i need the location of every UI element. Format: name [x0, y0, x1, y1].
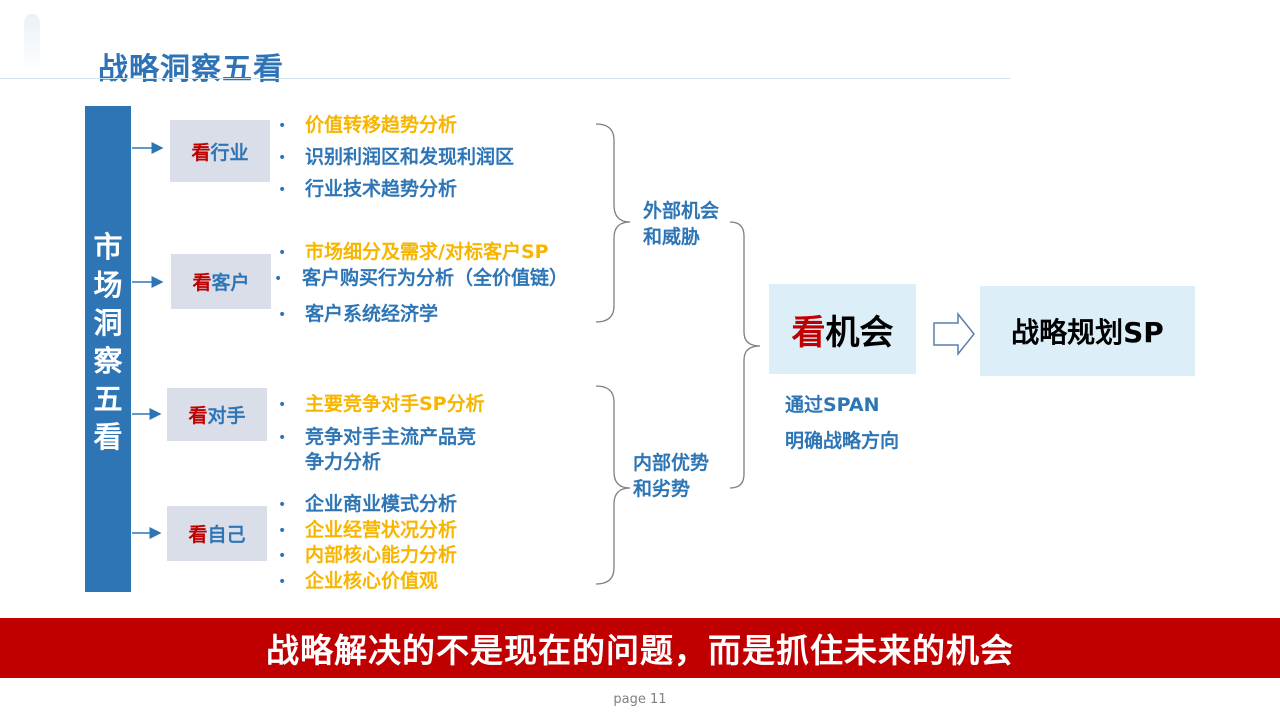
- strategic-plan-box: 战略规划SP: [980, 286, 1195, 376]
- bullet: •: [278, 574, 287, 590]
- item-customer-2: 客户购买行为分析（全价值链）: [302, 267, 569, 289]
- item-customer-1: 市场细分及需求/对标客户SP: [305, 241, 549, 263]
- brace-external: [595, 123, 631, 323]
- bullet: •: [278, 523, 287, 539]
- brace-internal: [595, 385, 631, 585]
- category-customer: 看客户: [171, 254, 271, 309]
- category-self: 看自己: [167, 506, 267, 561]
- item-industry-3: 行业技术趋势分析: [305, 178, 458, 200]
- item-competitor-2-cont: 争力分析: [305, 451, 382, 473]
- item-industry-1: 价值转移趋势分析: [305, 114, 458, 136]
- item-industry-2: 识别利润区和发现利润区: [305, 146, 515, 168]
- conclusion-banner: 战略解决的不是现在的问题，而是抓住未来的机会: [0, 618, 1280, 678]
- title-divider: [0, 78, 1010, 79]
- external-label: 外部机会和威胁: [643, 200, 720, 248]
- item-self-1: 企业商业模式分析: [305, 493, 458, 515]
- market-insight-label: 市 场 洞 察 五 看: [93, 230, 123, 454]
- bullet: •: [278, 118, 287, 134]
- bullet: •: [278, 150, 287, 166]
- market-insight-bar: [85, 106, 131, 592]
- page-number: page 11: [613, 692, 667, 707]
- bullet: •: [278, 245, 287, 261]
- page-title: 战略洞察五看: [98, 52, 284, 87]
- hollow-arrow-icon: [933, 311, 975, 357]
- bullet: •: [274, 271, 283, 287]
- item-self-2: 企业经营状况分析: [305, 519, 458, 541]
- brace-merge: [729, 221, 761, 489]
- bullet: •: [278, 397, 287, 413]
- item-self-4: 企业核心价值观: [305, 570, 439, 592]
- span-note-2: 明确战略方向: [785, 430, 900, 452]
- bullet: •: [278, 307, 287, 323]
- item-customer-3: 客户系统经济学: [305, 303, 439, 325]
- bullet: •: [278, 497, 287, 513]
- span-note-1: 通过SPAN: [785, 394, 880, 416]
- opportunity-box: 看机会: [769, 284, 916, 374]
- decorative-corner-bar: [24, 14, 40, 72]
- bullet: •: [278, 548, 287, 564]
- bullet: •: [278, 182, 287, 198]
- item-self-3: 内部核心能力分析: [305, 544, 458, 566]
- item-competitor-1: 主要竞争对手SP分析: [305, 393, 485, 415]
- item-competitor-2: 竞争对手主流产品竞: [305, 426, 477, 448]
- category-competitor: 看对手: [167, 388, 267, 441]
- bullet: •: [278, 430, 287, 446]
- internal-label: 内部优势和劣势: [633, 452, 710, 500]
- category-industry: 看行业: [170, 120, 270, 182]
